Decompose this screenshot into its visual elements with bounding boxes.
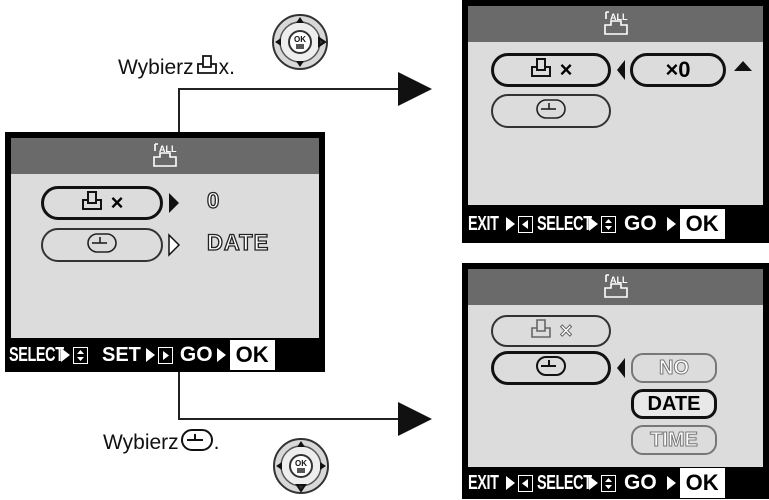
footer-set-label: SET — [102, 343, 141, 366]
clock-icon — [536, 98, 566, 124]
print-icon — [530, 57, 552, 83]
arrow-icon — [145, 348, 155, 362]
date-option-no[interactable]: NO — [631, 353, 717, 383]
print-icon — [81, 190, 103, 216]
arrow-right-icon — [398, 402, 432, 436]
selected-indicator-icon — [617, 60, 625, 80]
caption-date-tail: . — [213, 431, 220, 454]
date-setting-item[interactable] — [491, 351, 611, 385]
ok-button[interactable]: OK — [679, 209, 725, 239]
svg-text:OK: OK — [295, 459, 307, 468]
selected-indicator-icon — [617, 358, 625, 378]
footer-go-label: GO — [624, 471, 657, 494]
all-print-icon: ALL — [152, 141, 178, 172]
date-setting-item[interactable] — [41, 228, 163, 262]
footer-select-label: SELECT — [9, 343, 64, 366]
caption-print-text: Wybierz — [118, 56, 194, 79]
title-bar: ALL — [468, 269, 763, 305]
connector-line — [178, 88, 180, 132]
increase-arrow-icon[interactable] — [732, 59, 754, 73]
footer-select-label: SELECT — [537, 212, 592, 235]
date-option-date[interactable]: DATE — [631, 389, 717, 419]
print-icon — [530, 318, 552, 344]
svg-text:OK: OK — [294, 35, 306, 44]
footer-exit-label: EXIT — [468, 212, 499, 235]
footer-go-label: GO — [179, 343, 213, 366]
print-quantity-item[interactable]: × — [491, 53, 611, 87]
date-screen: ALL × NO DATE TIME EXIT SELECT — [462, 263, 769, 499]
title-bar: ALL — [11, 138, 319, 174]
arrow-icon — [61, 348, 70, 362]
print-count-field[interactable]: ×0 — [630, 53, 726, 87]
main-footer: SELECT SET GO OK — [5, 338, 325, 372]
clock-icon — [87, 232, 117, 258]
right-key-icon — [157, 346, 173, 364]
print-icon — [196, 55, 218, 81]
updown-key-icon — [601, 215, 616, 233]
main-screen: ALL × 0 DATE SELECT SET — [5, 132, 325, 372]
arrow-icon — [666, 217, 676, 231]
left-key-icon — [518, 474, 533, 492]
arrow-icon — [589, 476, 598, 490]
ok-button[interactable]: OK — [229, 340, 275, 370]
arrow-icon — [506, 476, 515, 490]
arrow-icon — [506, 217, 515, 231]
print-quantity-label: × — [559, 318, 573, 344]
arrow-right-icon — [398, 72, 432, 106]
arrow-pad-icon: OK — [272, 437, 330, 500]
caption-print-tail: x. — [218, 56, 235, 79]
all-print-icon: ALL — [603, 272, 629, 303]
clock-icon — [180, 429, 213, 457]
caption-select-print: Wybierz x. — [118, 55, 235, 81]
title-bar: ALL — [468, 6, 763, 42]
footer-exit-label: EXIT — [468, 471, 499, 494]
connector-line — [178, 367, 180, 419]
footer-go-label: GO — [624, 212, 657, 235]
updown-key-icon — [73, 346, 88, 364]
updown-key-icon — [601, 474, 616, 492]
date-setting-value: DATE — [206, 229, 270, 255]
svg-text:ALL: ALL — [610, 275, 628, 285]
connector-line — [178, 418, 406, 420]
footer-select-label: SELECT — [537, 471, 592, 494]
arrow-icon — [666, 476, 676, 490]
date-footer: EXIT SELECT GO OK — [462, 467, 769, 499]
date-option-time[interactable]: TIME — [631, 425, 717, 455]
caption-select-date: Wybierz . — [103, 429, 220, 457]
arrow-icon — [216, 348, 226, 362]
print-count-value: ×0 — [665, 57, 691, 82]
submenu-indicator-icon — [168, 233, 181, 257]
print-quantity-item[interactable]: × — [491, 315, 611, 347]
arrow-icon — [589, 217, 598, 231]
print-quantity-label: × — [110, 190, 124, 215]
caption-date-text: Wybierz — [103, 431, 179, 454]
print-quantity-value: 0 — [206, 187, 221, 213]
print-quantity-label: × — [559, 57, 573, 82]
clock-icon — [536, 355, 566, 381]
date-setting-item[interactable] — [491, 94, 611, 128]
print-screen: ALL × ×0 EXIT SELECT — [462, 0, 769, 243]
ok-button[interactable]: OK — [679, 468, 725, 498]
print-quantity-item[interactable]: × — [41, 186, 163, 220]
selected-indicator-icon — [169, 193, 179, 213]
arrow-pad-icon: OK — [271, 13, 329, 76]
svg-text:ALL: ALL — [159, 144, 177, 154]
connector-line — [178, 88, 406, 90]
print-footer: EXIT SELECT GO OK — [462, 205, 769, 243]
left-key-icon — [518, 215, 533, 233]
all-print-icon: ALL — [603, 9, 629, 40]
svg-text:ALL: ALL — [610, 12, 628, 22]
